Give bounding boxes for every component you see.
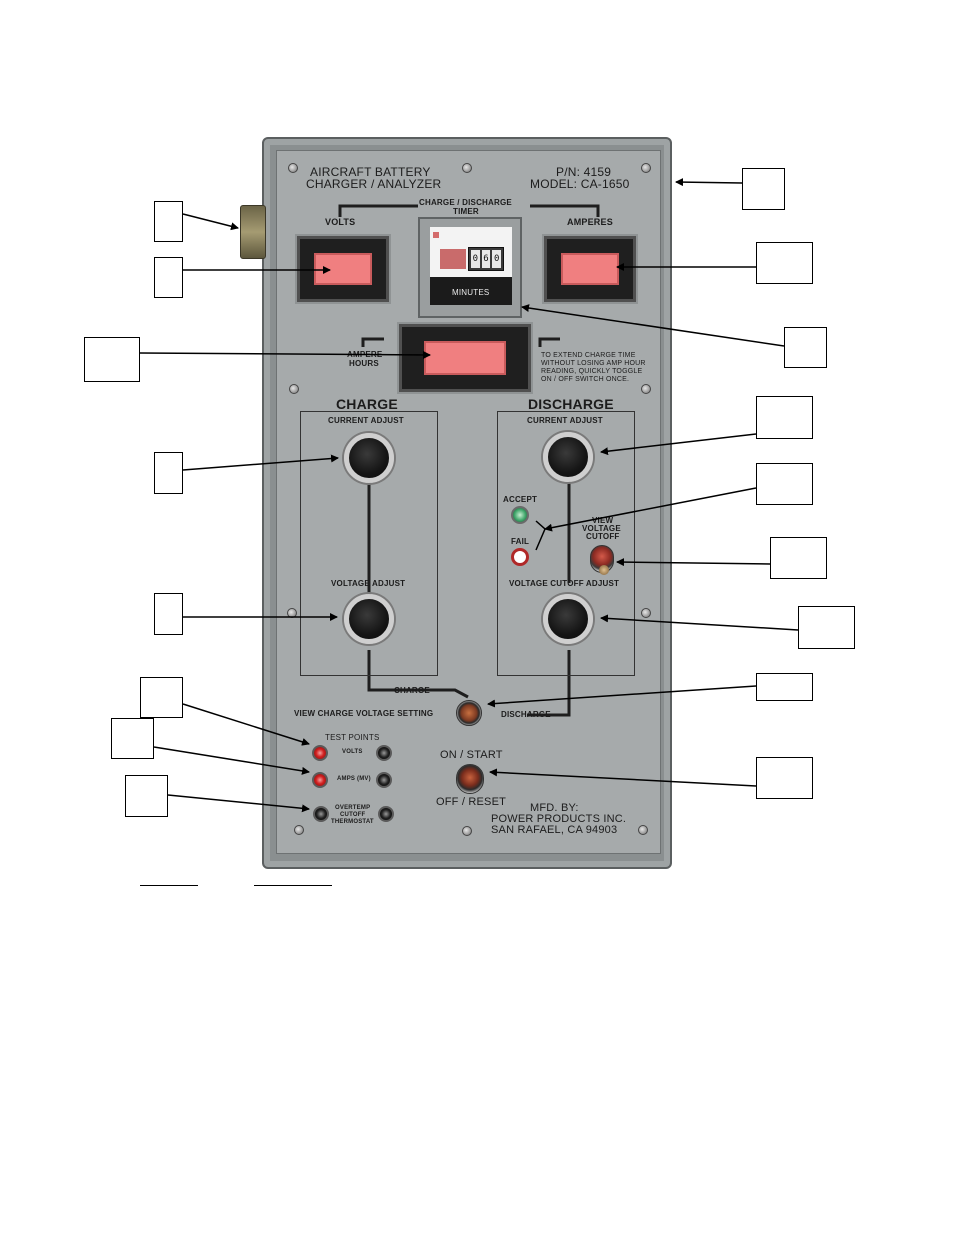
accept-label: ACCEPT	[503, 495, 538, 504]
view-voltage-cutoff-line3: CUTOFF	[586, 532, 620, 541]
panel-screw	[641, 608, 651, 618]
fail-led	[511, 548, 529, 566]
callout-box	[154, 257, 183, 298]
discharge-label-small: DISCHARGE	[501, 710, 551, 719]
extend-note-line4: ON / OFF SWITCH ONCE.	[541, 376, 630, 383]
timer-digit: 0	[471, 250, 480, 268]
off-reset-label: OFF / RESET	[436, 796, 507, 808]
test-points-label: TEST POINTS	[325, 733, 380, 742]
amps-test-point-red[interactable]	[312, 772, 328, 788]
extend-note-line1: TO EXTEND CHARGE TIME	[541, 352, 636, 359]
callout-box	[770, 537, 827, 579]
view-charge-voltage-switch[interactable]	[456, 700, 482, 726]
callout-box	[154, 452, 183, 494]
fail-label: FAIL	[511, 537, 530, 546]
ampere-hours-meter	[399, 324, 531, 392]
underline-blank	[140, 885, 198, 886]
discharge-current-adjust-label: CURRENT ADJUST	[527, 416, 603, 425]
amperes-meter-display	[561, 253, 619, 285]
callout-box	[784, 327, 827, 368]
callout-box	[84, 337, 140, 382]
charge-voltage-adjust-knob[interactable]	[344, 594, 394, 644]
callout-box	[756, 673, 813, 701]
panel-title-line2: CHARGER / ANALYZER	[306, 177, 442, 191]
view-voltage-cutoff-switch[interactable]	[590, 545, 614, 573]
panel-screw	[289, 384, 299, 394]
underline-blank	[254, 885, 332, 886]
callout-box	[111, 718, 154, 759]
volts-test-point-black[interactable]	[376, 745, 392, 761]
charge-section-title: CHARGE	[336, 396, 398, 412]
accept-led	[511, 506, 529, 524]
callout-box	[125, 775, 168, 817]
view-voltage-cutoff-line1: VIEW	[592, 516, 614, 525]
amperes-label: AMPERES	[567, 217, 613, 227]
minutes-plate	[430, 277, 512, 305]
minutes-label: MINUTES	[452, 288, 490, 297]
extend-note-line3: READING, QUICKLY TOGGLE	[541, 368, 643, 375]
callout-box	[798, 606, 855, 649]
charge-label-small: CHARGE	[394, 686, 430, 695]
panel-screw	[462, 826, 472, 836]
panel-screw	[462, 163, 472, 173]
ampere-hours-label-line2: HOURS	[349, 359, 379, 368]
charge-section	[300, 411, 438, 676]
panel-screw	[641, 163, 651, 173]
volts-test-point-red[interactable]	[312, 745, 328, 761]
discharge-section-title: DISCHARGE	[528, 396, 614, 412]
timer-label-line1: CHARGE / DISCHARGE	[419, 198, 512, 207]
charge-current-adjust-label: CURRENT ADJUST	[328, 416, 404, 425]
mfd-line2: POWER PRODUCTS INC.	[491, 813, 627, 825]
panel-title-line1: AIRCRAFT BATTERY	[310, 165, 431, 179]
callout-box	[756, 396, 813, 439]
discharge-section	[497, 411, 635, 676]
panel-screw	[294, 825, 304, 835]
charge-discharge-timer: 0 6 0 MINUTES	[418, 217, 522, 318]
callout-box	[742, 168, 785, 210]
view-charge-voltage-setting-label: VIEW CHARGE VOLTAGE SETTING	[294, 709, 434, 718]
overtemp-test-point-right[interactable]	[378, 806, 394, 822]
callout-box	[154, 593, 183, 635]
tp-overtemp-line3: THERMOSTAT	[331, 819, 374, 825]
tp-overtemp-line2: CUTOFF	[340, 812, 366, 818]
timer-counter: 0 6 0	[468, 247, 504, 271]
extend-note-line2: WITHOUT LOSING AMP HOUR	[541, 360, 646, 367]
timer-window	[440, 249, 466, 269]
view-voltage-cutoff-switch-knob	[599, 565, 609, 575]
callout-box	[140, 677, 183, 718]
panel-screw	[288, 163, 298, 173]
on-off-switch[interactable]	[456, 764, 484, 794]
timer-digit: 0	[492, 250, 502, 268]
ampere-hours-display	[424, 341, 506, 375]
volts-label: VOLTS	[325, 217, 356, 227]
amps-test-point-black[interactable]	[376, 772, 392, 788]
callout-box	[756, 463, 813, 505]
callout-box	[154, 201, 183, 242]
charge-current-adjust-knob[interactable]	[344, 433, 394, 483]
callout-box	[756, 242, 813, 284]
view-voltage-cutoff-line2: VOLTAGE	[582, 524, 621, 533]
panel-screw	[638, 825, 648, 835]
timer-label-line2: TIMER	[453, 207, 479, 216]
tp-overtemp-line1: OVERTEMP	[335, 805, 371, 811]
callout-box	[756, 757, 813, 799]
tp-amps-label: AMPS (MV)	[337, 776, 371, 782]
tp-volts-label: VOLTS	[342, 749, 363, 755]
model-number: MODEL: CA-1650	[530, 177, 630, 191]
timer-indicator	[433, 232, 439, 238]
charge-voltage-adjust-label: VOLTAGE ADJUST	[331, 579, 406, 588]
on-start-label: ON / START	[440, 749, 503, 761]
voltage-cutoff-adjust-label: VOLTAGE CUTOFF ADJUST	[509, 579, 620, 588]
mfd-line3: SAN RAFAEL, CA 94903	[491, 824, 618, 836]
overtemp-test-point-left[interactable]	[313, 806, 329, 822]
timer-digit: 6	[481, 250, 491, 268]
part-number: P/N: 4159	[556, 165, 612, 179]
mfd-line1: MFD. BY:	[530, 802, 579, 814]
power-connector	[240, 205, 266, 259]
panel-screw	[641, 384, 651, 394]
discharge-current-adjust-knob[interactable]	[543, 432, 593, 482]
voltage-cutoff-adjust-knob[interactable]	[543, 594, 593, 644]
